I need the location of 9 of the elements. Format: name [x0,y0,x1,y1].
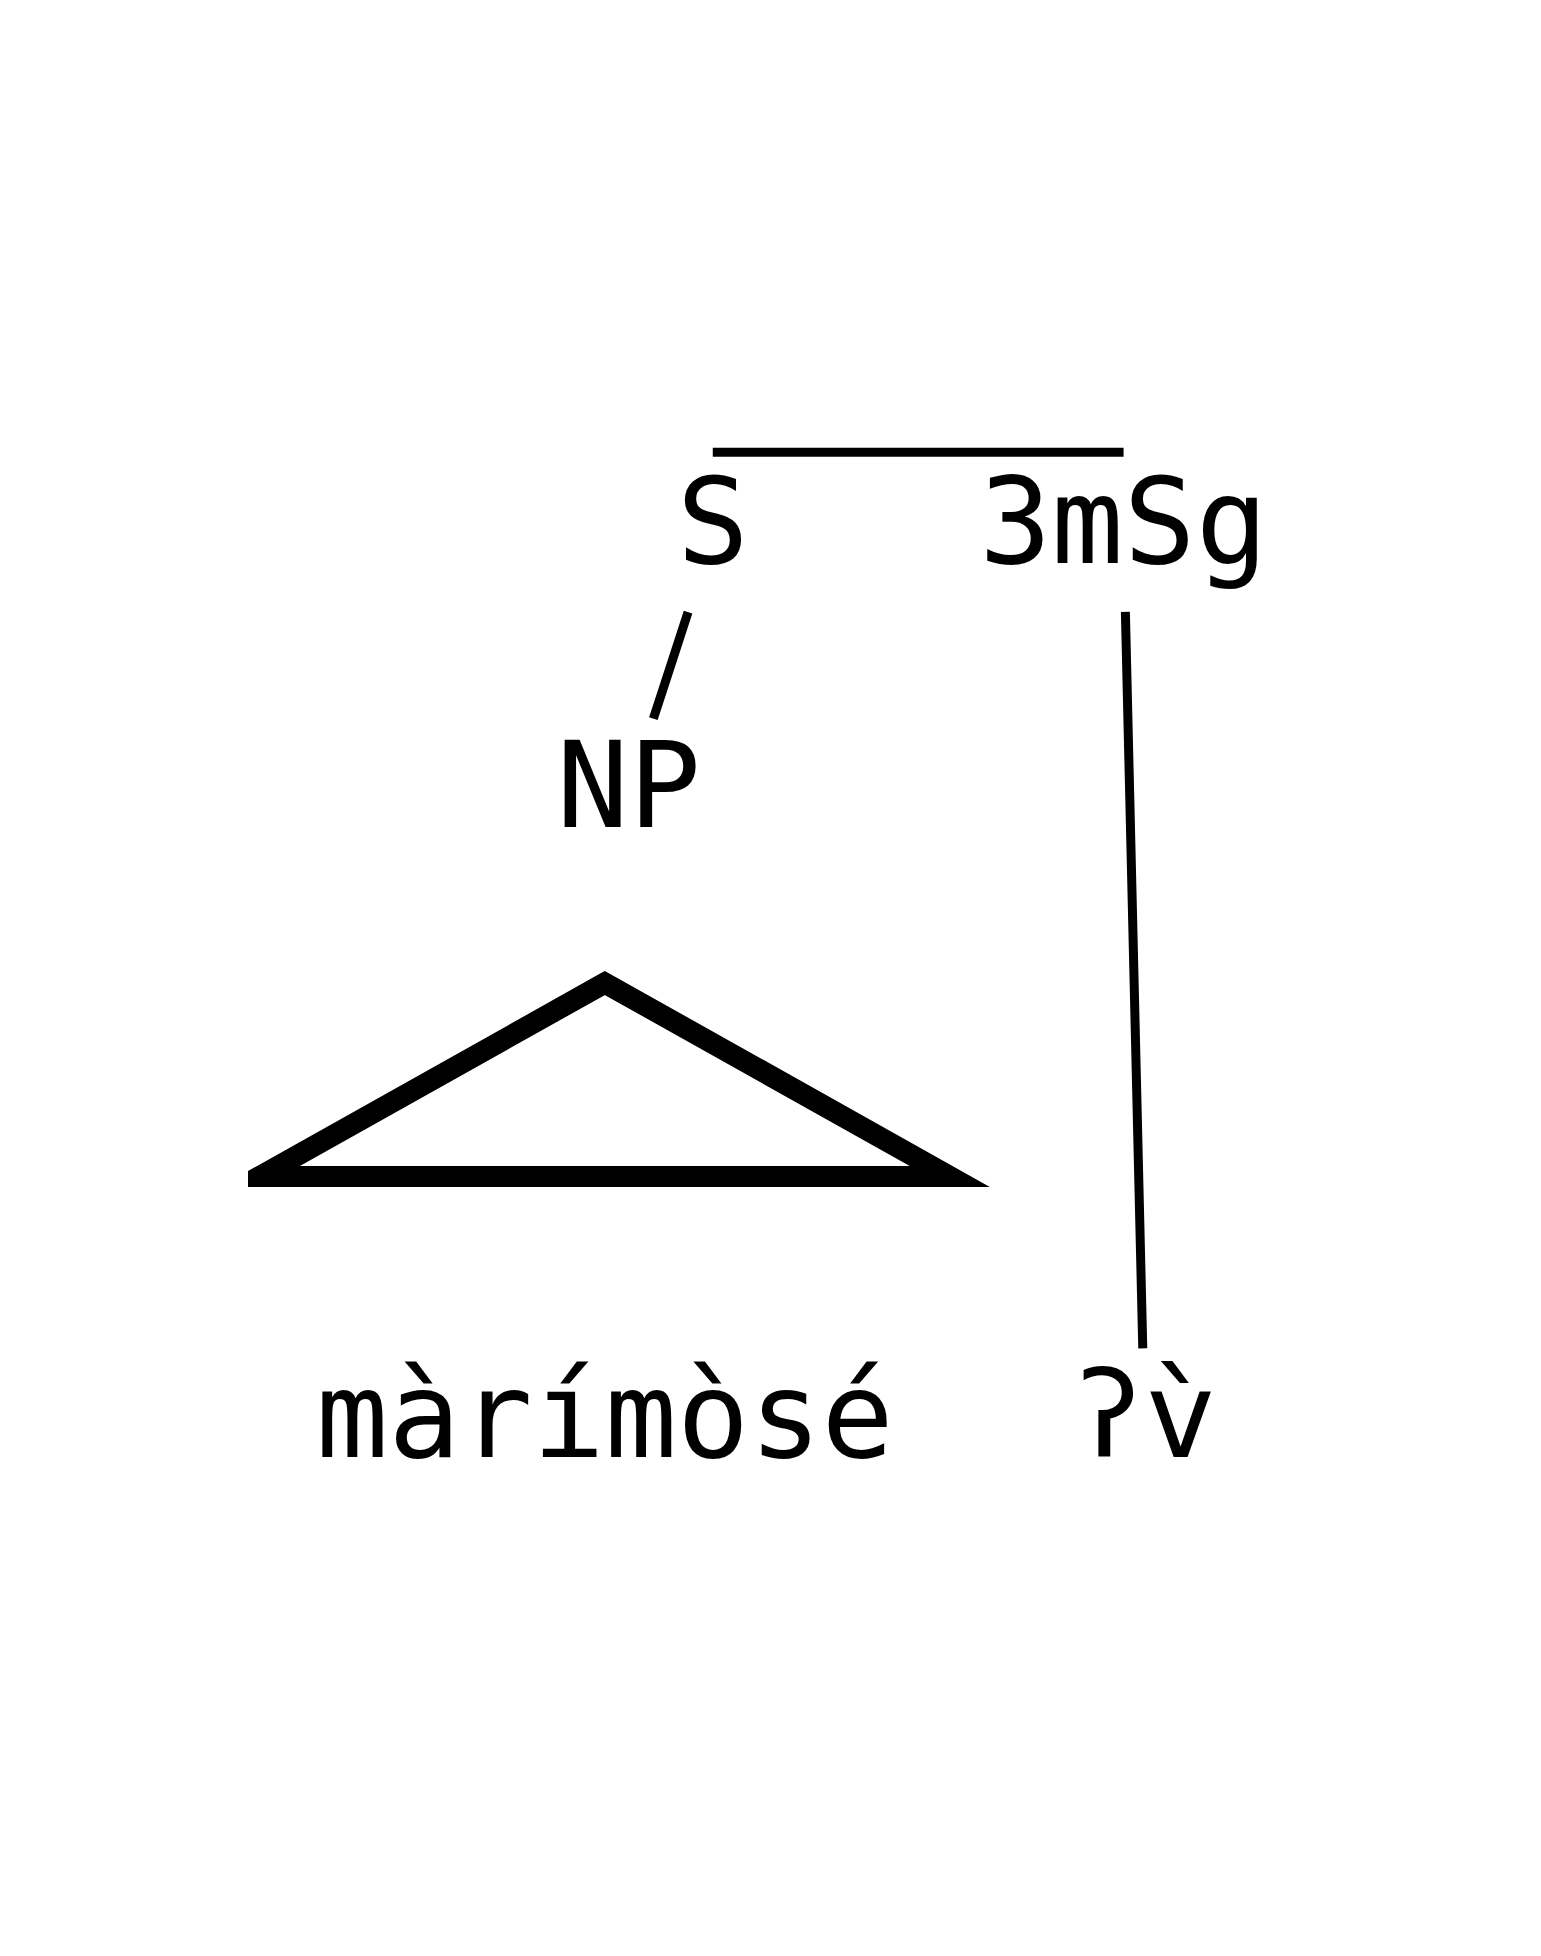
connector [712,447,1124,457]
node-text: S [676,451,749,591]
node-text: màrímòsé [315,1345,894,1485]
connector [1120,611,1148,1348]
connector [649,610,693,720]
node-text: 3mSg [979,451,1268,591]
node-text: ʔv̀ [1072,1345,1217,1485]
node-triangle [248,970,990,1187]
node-text: NP [556,715,702,855]
